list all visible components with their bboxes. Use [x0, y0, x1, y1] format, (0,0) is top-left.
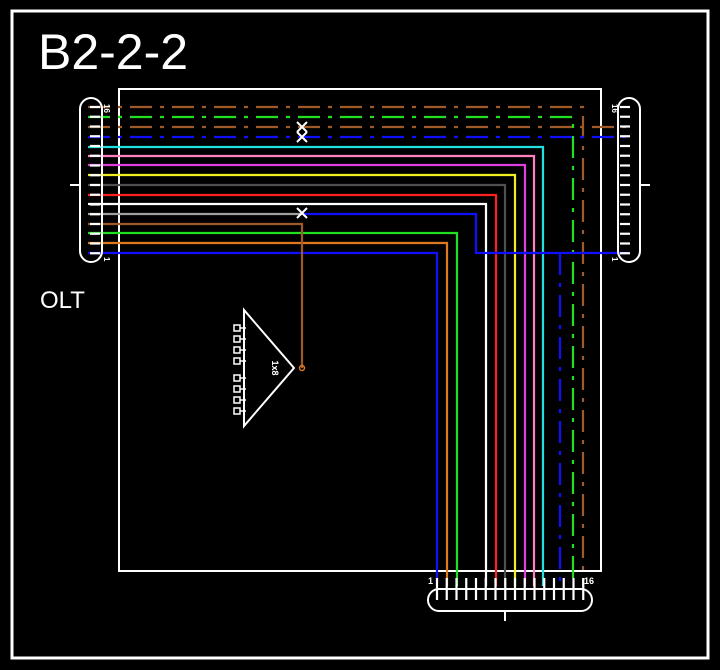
outer-frame	[10, 9, 710, 660]
connector-body	[79, 97, 103, 263]
splitter-input-node	[298, 364, 306, 372]
left-connector: 16 1	[70, 97, 111, 263]
connector-body	[617, 97, 641, 263]
fiber-orange	[88, 241, 449, 586]
splitter-port	[233, 357, 241, 365]
left-connector-top-label: 16	[102, 104, 111, 113]
fiber-brown	[88, 222, 304, 368]
splitter-port	[233, 396, 241, 404]
inner-frame	[118, 88, 602, 572]
right-connector-top-label: 16	[610, 104, 619, 113]
fiber-violet	[88, 163, 527, 586]
splitter-port	[233, 374, 241, 382]
splitter-port	[233, 335, 241, 343]
splitter-1x8: 1x8	[233, 307, 296, 429]
fiber-white	[88, 202, 488, 586]
page-title: B2-2-2	[38, 24, 189, 80]
splice-mark	[296, 121, 308, 133]
left-connector-bottom-label: 1	[102, 257, 111, 262]
splitter-port	[233, 407, 241, 415]
fiber-green	[88, 115, 575, 586]
fiber-blue	[302, 212, 628, 255]
fiber-yellow	[88, 173, 517, 586]
fiber-green	[88, 231, 459, 586]
splice-mark	[296, 207, 308, 219]
fiber-lines	[88, 105, 630, 600]
splitter-port	[233, 385, 241, 393]
splice-mark	[296, 131, 308, 143]
fiber-black	[88, 183, 507, 586]
olt-label: OLT	[40, 287, 85, 314]
splitter-label: 1x8	[270, 360, 280, 375]
bottom-connector-right-label: 16	[584, 576, 594, 586]
splitter-port	[233, 346, 241, 354]
fiber-brown	[88, 105, 585, 586]
bottom-connector: 1 16	[427, 576, 594, 621]
right-connector: 16 1	[610, 97, 650, 263]
splitter-port	[233, 324, 241, 332]
right-connector-bottom-label: 1	[610, 257, 619, 262]
splitter-ports	[233, 324, 246, 415]
fiber-red	[88, 193, 498, 586]
splitter-triangle	[243, 307, 296, 429]
splice-marks	[296, 121, 308, 219]
fiber-blue	[88, 251, 439, 586]
connector-body	[427, 588, 593, 612]
bottom-connector-left-label: 1	[428, 576, 433, 586]
fiber-aqua	[88, 145, 545, 586]
fiber-rose	[88, 154, 536, 586]
